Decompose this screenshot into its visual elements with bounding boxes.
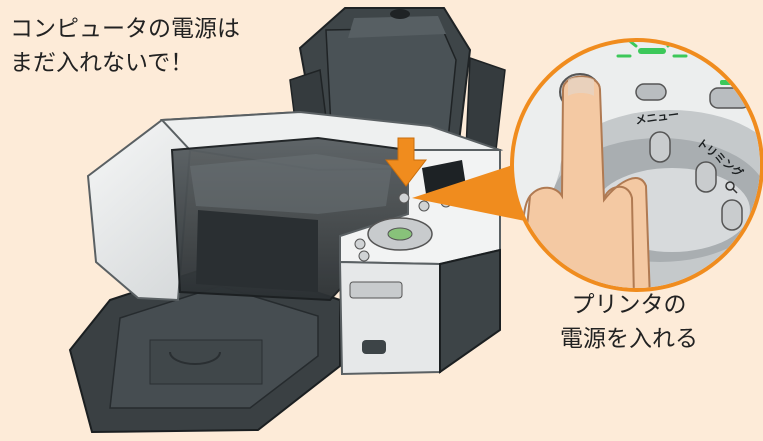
printer-body bbox=[86, 110, 504, 376]
warning-line-2: まだ入れないで！ bbox=[10, 50, 194, 76]
zoom-callout: メニュー トリミング bbox=[510, 38, 763, 292]
instruction-text: プリンタの 電源を入れる bbox=[560, 288, 698, 356]
instruction-line-2: 電源を入れる bbox=[560, 326, 698, 352]
warning-text: コンピュータの電源は まだ入れないで！ bbox=[10, 12, 240, 80]
callout-wedge bbox=[412, 160, 530, 222]
finger bbox=[518, 75, 652, 288]
output-tray bbox=[68, 260, 341, 434]
zoom-icon bbox=[725, 181, 738, 194]
warning-line-1: コンピュータの電源は bbox=[10, 16, 240, 42]
instruction-line-1: プリンタの bbox=[571, 292, 687, 318]
menu-key-label: メニュー bbox=[635, 108, 680, 127]
